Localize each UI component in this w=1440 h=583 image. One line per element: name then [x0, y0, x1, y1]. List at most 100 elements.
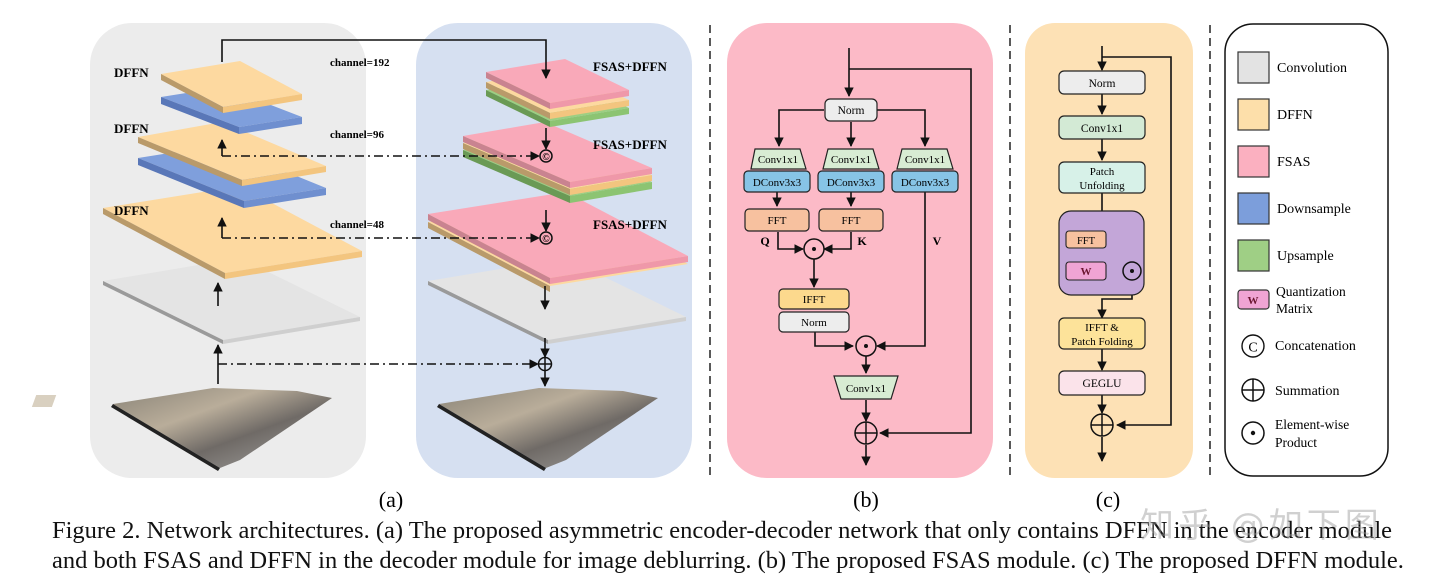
legend-item-element-wise-product: Element-wise Product [1241, 417, 1349, 450]
fsas-branch-k: Conv1x1 DConv3x3 FFT K [817, 148, 885, 248]
watermark: 知乎 @如下图 [1140, 506, 1383, 546]
fsas-norm-top: Norm [824, 98, 878, 122]
legend-item-downsample: Downsample [1237, 192, 1351, 225]
svg-text:Summation: Summation [1275, 384, 1340, 399]
decoder-conv-layer [428, 258, 686, 344]
svg-text:DConv3x3: DConv3x3 [827, 177, 876, 189]
skip-connection-level-1 [221, 39, 551, 79]
dffn-norm: Norm [1058, 70, 1146, 95]
svg-text:Patch: Patch [1090, 166, 1115, 178]
dffn-frequency-block [1058, 210, 1145, 296]
fsas-conv-out: Conv1x1 [833, 375, 899, 400]
legend-box [1224, 23, 1389, 477]
svg-text:Conv1x1: Conv1x1 [905, 154, 945, 166]
svg-text:DConv3x3: DConv3x3 [753, 177, 802, 189]
svg-text:Unfolding: Unfolding [1079, 180, 1125, 192]
legend-item-quantization-matrix: W Quantization Matrix [1237, 284, 1346, 316]
input-blurry-image [31, 388, 332, 471]
svg-text:DFFN: DFFN [1277, 108, 1313, 123]
fsas-ifft: IFFT [778, 288, 850, 310]
fsas-product-qk [803, 238, 825, 260]
dffn-ifft-patch-folding: IFFT & Patch Folding [1058, 317, 1146, 350]
svg-text:Conv1x1: Conv1x1 [846, 383, 886, 395]
legend-item-upsample: Upsample [1237, 239, 1334, 272]
sum-node-output [537, 356, 553, 372]
channel-192-label: channel=192 [330, 57, 390, 69]
svg-text:Downsample: Downsample [1277, 202, 1351, 217]
legend-item-concatenation: C Concatenation [1241, 334, 1356, 358]
fsas-product-v [855, 335, 877, 357]
svg-text:Norm: Norm [838, 105, 865, 117]
svg-text:Matrix: Matrix [1276, 301, 1313, 316]
encoder-stack [31, 61, 362, 471]
panel-b-label: (b) [853, 487, 879, 512]
decoder-stack [428, 59, 688, 471]
encoder-dffn-layer-2 [138, 122, 326, 186]
dffn-sum-node [1090, 413, 1114, 437]
concatenation-icon [1241, 334, 1265, 358]
svg-text:©: © [542, 234, 550, 245]
concat-node-level-2: © [539, 149, 553, 163]
encoder-dffn-layer-1 [161, 61, 302, 113]
encoder-level-2-label: DFFN [114, 121, 149, 136]
legend: Convolution DFFN FSAS Downsample Upsampl… [1224, 23, 1389, 477]
v-label: V [933, 234, 942, 248]
figure-caption: Figure 2. Network architectures. (a) The… [52, 516, 1440, 576]
svg-text:Norm: Norm [1089, 78, 1116, 90]
dffn-geglu: GEGLU [1058, 370, 1146, 396]
decoder-level-1-label: FSAS+DFFN [593, 59, 667, 74]
legend-item-convolution: Convolution [1237, 51, 1347, 84]
caption-line-1: Figure 2. Network architectures. (a) The… [52, 517, 1393, 544]
svg-text:Concatenation: Concatenation [1275, 339, 1356, 354]
panel-c: Norm Conv1x1 Patch Unfolding FFT W IFF [1025, 23, 1193, 512]
svg-text:GEGLU: GEGLU [1083, 378, 1123, 390]
svg-text:Norm: Norm [801, 317, 827, 329]
channel-96-label: channel=96 [330, 129, 384, 141]
svg-text:DConv3x3: DConv3x3 [901, 177, 950, 189]
q-label: Q [760, 234, 769, 248]
panel-c-label: (c) [1096, 487, 1120, 512]
svg-text:Product: Product [1275, 435, 1317, 450]
panel-a: DFFN DFFN DFFN channel=192 channel=96 ch… [31, 23, 692, 512]
fsas-norm-bottom: Norm [778, 311, 850, 333]
svg-text:FSAS: FSAS [1277, 155, 1310, 170]
summation-icon [1241, 378, 1265, 402]
encoder-level-1-label: DFFN [114, 65, 149, 80]
svg-text:Conv1x1: Conv1x1 [1081, 123, 1123, 135]
legend-item-fsas: FSAS [1237, 145, 1310, 178]
svg-text:©: © [542, 152, 550, 163]
svg-text:Quantization: Quantization [1276, 284, 1346, 299]
element-wise-product-icon [1241, 421, 1265, 445]
dffn-conv1x1: Conv1x1 [1058, 115, 1146, 140]
dffn-product-node [1122, 261, 1142, 281]
dffn-patch-unfolding: Patch Unfolding [1058, 161, 1146, 194]
svg-text:FFT: FFT [842, 215, 861, 227]
svg-text:C: C [1248, 341, 1257, 356]
fsas-branch-q: Conv1x1 DConv3x3 FFT Q [743, 148, 811, 248]
k-label: K [857, 234, 867, 248]
legend-item-dffn: DFFN [1237, 98, 1313, 131]
svg-text:IFFT: IFFT [803, 294, 826, 306]
encoder-level-3-label: DFFN [114, 203, 149, 218]
fsas-background [727, 23, 993, 478]
svg-text:W: W [1248, 295, 1259, 307]
fsas-branch-v: Conv1x1 DConv3x3 V [891, 148, 959, 248]
svg-text:Conv1x1: Conv1x1 [831, 154, 871, 166]
decoder-level-2-label: FSAS+DFFN [593, 137, 667, 152]
svg-text:Upsample: Upsample [1277, 249, 1334, 264]
encoder-conv-layer [103, 258, 360, 344]
channel-48-label: channel=48 [330, 219, 384, 231]
concat-node-level-3: © [539, 231, 553, 245]
decoder-level-3-label: FSAS+DFFN [593, 217, 667, 232]
svg-text:W: W [1081, 266, 1092, 278]
svg-text:Patch Folding: Patch Folding [1071, 336, 1133, 348]
svg-text:Convolution: Convolution [1277, 61, 1347, 76]
dffn-fft: FFT [1065, 230, 1107, 249]
panel-a-connections [213, 39, 551, 387]
dffn-quantization-matrix: W [1065, 261, 1107, 281]
legend-item-summation: Summation [1241, 378, 1340, 402]
svg-text:FFT: FFT [768, 215, 787, 227]
caption-line-2: and both FSAS and DFFN in the decoder mo… [52, 547, 1404, 574]
svg-text:IFFT &: IFFT & [1085, 322, 1119, 334]
